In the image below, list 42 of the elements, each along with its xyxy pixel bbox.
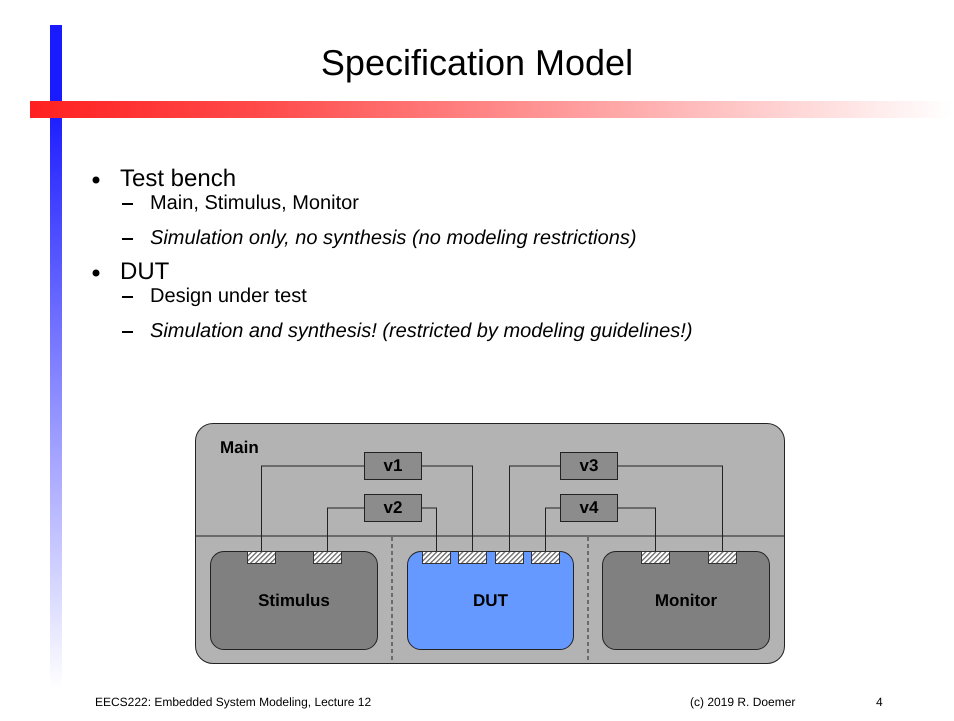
block-label: v3 — [580, 456, 598, 476]
connector-line — [327, 508, 364, 552]
port-box — [641, 551, 670, 564]
port-box — [313, 551, 342, 564]
connector-line — [545, 508, 560, 552]
port-box — [708, 551, 737, 564]
connector-line — [618, 508, 656, 552]
bullet-text: DUT — [120, 258, 170, 286]
sub-bullet-text: Simulation and synthesis! (restricted by modeling guidelines!) — [150, 320, 692, 343]
channel-box — [364, 494, 422, 522]
connector-line — [261, 466, 364, 552]
sub-bullet-text: Design under test — [150, 285, 307, 308]
block-label: v4 — [580, 498, 598, 518]
channel-box — [364, 452, 422, 480]
sub-bullet-text: Simulation only, no synthesis (no modeling restrictions) — [150, 227, 637, 250]
port-box — [247, 551, 276, 564]
connector-line — [422, 508, 437, 552]
footer-text: EECS222: Embedded System Modeling, Lecture 12 — [95, 695, 372, 709]
behavior-block — [407, 551, 574, 650]
block-label: DUT — [473, 590, 508, 610]
port-box — [458, 551, 487, 564]
block-label: Stimulus — [258, 590, 330, 610]
bullet-text: Test bench — [120, 165, 236, 193]
sub-bullet-text: Main, Stimulus, Monitor — [150, 192, 359, 215]
slide-title: Specification Model — [320, 42, 634, 84]
behavior-block — [210, 551, 378, 650]
main-block — [195, 423, 785, 664]
block-title: Main — [220, 438, 259, 458]
channel-box — [560, 494, 618, 522]
port-box — [495, 551, 524, 564]
connector-line — [509, 466, 560, 552]
channel-box — [560, 452, 618, 480]
port-box — [531, 551, 560, 564]
block-label: v1 — [384, 456, 402, 476]
port-box — [422, 551, 451, 564]
block-label: Monitor — [654, 590, 718, 610]
behavior-block — [602, 551, 770, 650]
footer-text: 4 — [876, 695, 883, 709]
footer-text: (c) 2019 R. Doemer — [690, 695, 796, 709]
block-label: v2 — [384, 498, 402, 518]
connector-line — [618, 466, 723, 552]
connector-line — [422, 466, 473, 552]
